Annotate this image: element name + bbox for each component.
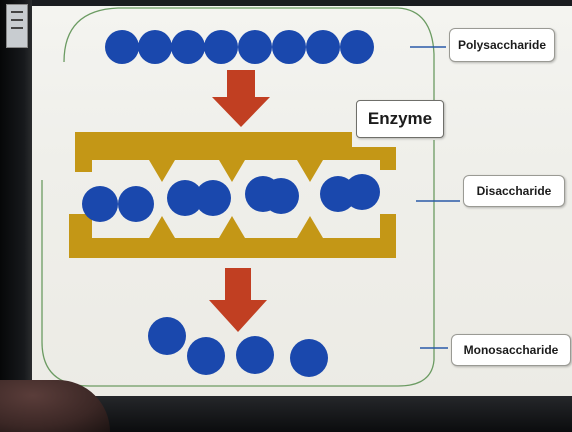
glucose-unit [238,30,272,64]
enzyme-upper-jaw [75,132,396,182]
glucose-unit [171,30,205,64]
enzyme-clamp [69,132,396,258]
glucose-unit [272,30,306,64]
polysaccharide-chain [105,30,374,64]
disaccharide-unit [118,186,154,222]
disaccharide-pairs [82,174,380,222]
enzyme-lower-jaw [69,214,396,258]
monitor-bezel-left [0,0,32,432]
disaccharide-unit [167,180,203,216]
monosaccharides [148,317,328,377]
reaction-arrow-icon [209,268,267,332]
glucose-unit [306,30,340,64]
glucose-unit [204,30,238,64]
glucose-unit [340,30,374,64]
disaccharide-unit [263,178,299,214]
monosaccharide-unit [236,336,274,374]
monosaccharide-label: Monosaccharide [451,334,571,366]
monosaccharide-unit [187,337,225,375]
diagram-outline [41,7,435,387]
disaccharide-unit [82,186,118,222]
monosaccharide-unit [290,339,328,377]
glucose-unit [138,30,172,64]
disaccharide-unit [195,180,231,216]
glucose-unit [105,30,139,64]
reaction-arrow-icon [212,70,270,127]
polysaccharide-label: Polysaccharide [449,28,555,62]
enzyme-label: Enzyme [356,100,444,138]
disaccharide-unit [344,174,380,210]
bezel-sticker [6,4,28,48]
monitor-bezel-top [0,0,572,6]
monosaccharide-unit [148,317,186,355]
disaccharide-label: Disaccharide [463,175,565,207]
